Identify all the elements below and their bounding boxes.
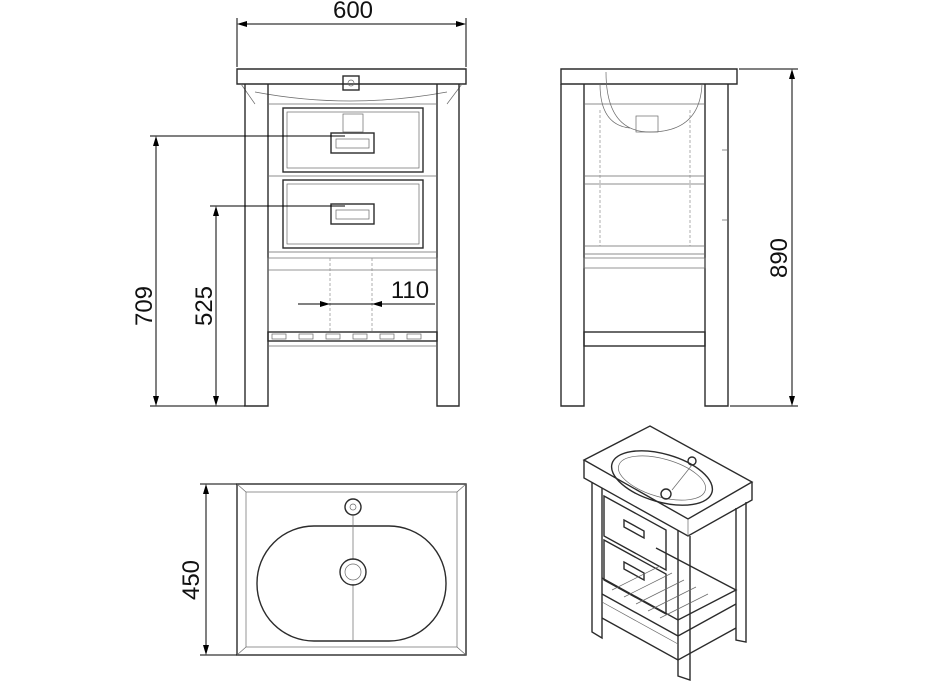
dim-890: 890 xyxy=(730,68,798,407)
top-view xyxy=(236,483,467,656)
dim-709-label: 709 xyxy=(131,286,158,326)
dim-525-label: 525 xyxy=(191,286,218,326)
isometric-view xyxy=(582,425,754,681)
dim-709: 709 xyxy=(131,135,345,407)
dim-600: 600 xyxy=(236,0,467,67)
dim-110-label: 110 xyxy=(391,277,429,304)
side-view xyxy=(560,68,738,407)
dim-450: 450 xyxy=(178,483,237,656)
front-view xyxy=(236,68,467,407)
dim-600-label: 600 xyxy=(333,0,373,24)
dim-525: 525 xyxy=(191,205,345,407)
dim-450-label: 450 xyxy=(178,560,205,600)
dim-890-label: 890 xyxy=(766,238,793,278)
dim-110: 110 xyxy=(298,277,435,307)
